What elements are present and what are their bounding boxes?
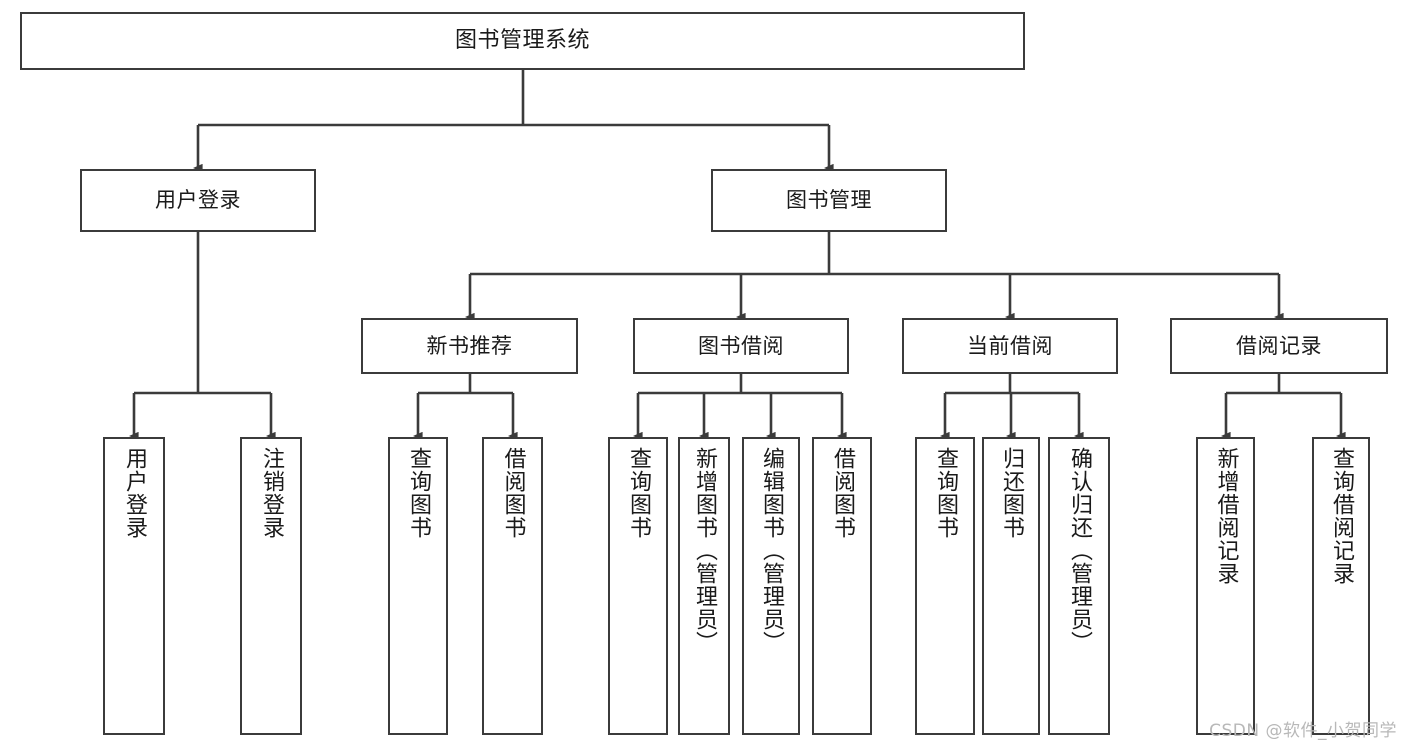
node-label-leaf-book-edit: 编辑图书（管理员） [759,447,784,654]
node-leaf-cur-return[interactable]: 归还图书 [982,437,1040,735]
node-leaf-book-borrow[interactable]: 借阅图书 [812,437,872,735]
node-label-borrow-record: 借阅记录 [1236,333,1322,358]
node-current-borrow[interactable]: 当前借阅 [902,318,1118,374]
node-label-book-borrow: 图书借阅 [698,333,784,358]
node-leaf-book-edit[interactable]: 编辑图书（管理员） [742,437,800,735]
node-book-borrow[interactable]: 图书借阅 [633,318,849,374]
node-label-root: 图书管理系统 [454,28,590,54]
node-label-leaf-rec-borrow: 借阅图书 [500,447,526,539]
node-leaf-user-logout[interactable]: 注销登录 [240,437,302,735]
edge-paths [129,70,1346,441]
node-label-leaf-cur-confirm: 确认归还（管理员） [1067,447,1092,654]
node-root[interactable]: 图书管理系统 [20,12,1025,70]
node-label-leaf-rec-query2: 查询借阅记录 [1329,447,1354,585]
node-label-leaf-borrow-query: 查询图书 [626,447,651,539]
node-new-book-rec[interactable]: 新书推荐 [361,318,578,374]
node-label-book-manage: 图书管理 [786,188,872,213]
node-label-user-login: 用户登录 [155,188,241,213]
node-leaf-user-login[interactable]: 用户登录 [103,437,165,735]
node-user-login[interactable]: 用户登录 [80,169,316,232]
node-leaf-book-add[interactable]: 新增图书（管理员） [678,437,730,735]
node-label-leaf-rec-add: 新增借阅记录 [1213,447,1239,585]
node-label-leaf-book-borrow: 借阅图书 [830,447,855,539]
node-book-manage[interactable]: 图书管理 [711,169,947,232]
node-label-current-borrow: 当前借阅 [967,333,1053,358]
node-leaf-rec-add[interactable]: 新增借阅记录 [1196,437,1255,735]
node-label-leaf-user-login: 用户登录 [122,447,147,539]
node-label-leaf-cur-query: 查询图书 [933,447,958,539]
node-leaf-cur-confirm[interactable]: 确认归还（管理员） [1048,437,1110,735]
node-label-leaf-cur-return: 归还图书 [999,447,1024,539]
node-label-leaf-user-logout: 注销登录 [259,447,284,539]
node-leaf-cur-query[interactable]: 查询图书 [915,437,975,735]
node-leaf-borrow-query[interactable]: 查询图书 [608,437,668,735]
node-borrow-record[interactable]: 借阅记录 [1170,318,1388,374]
node-leaf-rec-query[interactable]: 查询图书 [388,437,448,735]
node-label-leaf-book-add: 新增图书（管理员） [692,447,717,654]
node-label-new-book-rec: 新书推荐 [426,333,513,358]
node-label-leaf-rec-query: 查询图书 [406,447,431,539]
node-leaf-rec-borrow[interactable]: 借阅图书 [482,437,543,735]
node-leaf-rec-query2[interactable]: 查询借阅记录 [1312,437,1370,735]
